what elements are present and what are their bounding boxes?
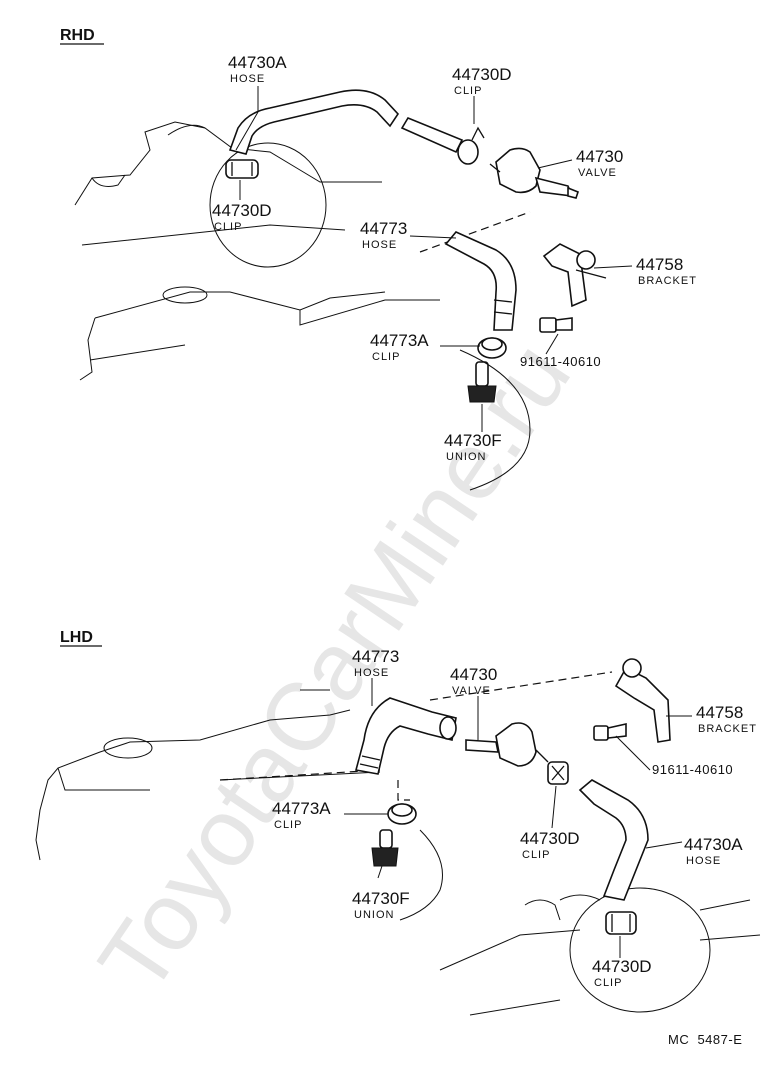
rhd-bracket-44758 <box>542 243 607 308</box>
lhd-label-44730f-name: UNION <box>354 909 394 921</box>
lhd-bolt-91611-40610 <box>593 723 627 741</box>
lhd-label-44730d-lower-num: 44730D <box>592 957 652 976</box>
lhd-union-44730f <box>371 829 399 867</box>
lhd-hose-44730a <box>578 779 649 901</box>
rhd-label-44730a-name: HOSE <box>230 73 265 85</box>
lhd-label-44773-name: HOSE <box>354 667 389 679</box>
rhd-label-44758-num: 44758 <box>636 255 683 274</box>
lhd-label-44730a-num: 44730A <box>684 835 743 854</box>
rhd-label-44730d-lower-name: CLIP <box>214 221 242 233</box>
rhd-engine-boss <box>162 286 208 304</box>
lhd-label-44773-num: 44773 <box>352 647 399 666</box>
rhd-label-44773-name: HOSE <box>362 239 397 251</box>
lhd-label-44730a-name: HOSE <box>686 855 721 867</box>
lhd-vacuum-line <box>399 829 443 921</box>
rhd-clip-44730d-lower <box>225 159 259 179</box>
lhd-bracket-44758 <box>614 658 671 743</box>
lhd-section-label: LHD <box>60 629 93 646</box>
lhd-hose-44773 <box>355 697 457 775</box>
rhd-union-44730f <box>467 361 497 403</box>
rhd-label-44730a-num: 44730A <box>228 53 287 72</box>
figure-code: MC 5487-E <box>668 1032 742 1047</box>
rhd-routing-dash <box>419 211 531 253</box>
rhd-label-44730d-upper-num: 44730D <box>452 65 512 84</box>
lhd-brake-booster <box>569 887 711 1013</box>
rhd-label-44730f-name: UNION <box>446 451 486 463</box>
rhd-section: RHD <box>60 27 697 491</box>
rhd-label-44730-num: 44730 <box>576 147 623 166</box>
rhd-label-44773-num: 44773 <box>360 219 407 238</box>
lhd-clip-44730d-upper <box>547 761 569 785</box>
lhd-label-44730d-upper-name: CLIP <box>522 849 550 861</box>
lhd-section: LHD <box>35 629 761 1016</box>
rhd-hose-segment <box>400 117 464 154</box>
lhd-label-91611-num: 91611-40610 <box>652 762 733 777</box>
lhd-engine-boss <box>103 737 153 759</box>
lhd-clip-44773a <box>387 803 417 825</box>
rhd-label-44730d-lower-num: 44730D <box>212 201 272 220</box>
rhd-brake-booster <box>209 142 327 268</box>
rhd-section-label: RHD <box>60 27 95 44</box>
rhd-hose-44730a <box>228 89 400 155</box>
rhd-label-44773a-num: 44773A <box>370 331 429 350</box>
lhd-routing-dash-2 <box>219 769 381 781</box>
lhd-label-44730-name: VALVE <box>452 685 491 697</box>
lhd-label-44758-num: 44758 <box>696 703 743 722</box>
rhd-label-44758-name: BRACKET <box>638 275 697 287</box>
lhd-label-44773a-name: CLIP <box>274 819 302 831</box>
lhd-label-44730f-num: 44730F <box>352 889 410 908</box>
lhd-label-44758-name: BRACKET <box>698 723 757 735</box>
lhd-label-44773a-num: 44773A <box>272 799 331 818</box>
rhd-valve-44730 <box>489 147 579 199</box>
rhd-vacuum-line <box>459 349 531 491</box>
rhd-bolt-91611-40610 <box>539 317 573 333</box>
lhd-engine-outline <box>35 689 381 861</box>
lhd-valve-44730 <box>465 722 549 767</box>
rhd-label-44730-name: VALVE <box>578 167 617 179</box>
rhd-label-44730f-num: 44730F <box>444 431 502 450</box>
rhd-label-44730d-upper-name: CLIP <box>454 85 482 97</box>
rhd-hose-44773 <box>444 231 517 331</box>
rhd-clip-44730d-upper <box>457 126 485 165</box>
watermark: ToyotaCarMine.ru <box>79 324 591 1012</box>
rhd-clip-44773a <box>477 337 507 359</box>
lhd-routing-dash-1 <box>429 671 613 701</box>
lhd-label-44730d-lower-name: CLIP <box>594 977 622 989</box>
rhd-label-44773a-name: CLIP <box>372 351 400 363</box>
lhd-label-44730d-upper-num: 44730D <box>520 829 580 848</box>
lhd-clip-44730d-lower <box>605 911 637 935</box>
lhd-label-44730-num: 44730 <box>450 665 497 684</box>
rhd-label-91611-num: 91611-40610 <box>520 354 601 369</box>
